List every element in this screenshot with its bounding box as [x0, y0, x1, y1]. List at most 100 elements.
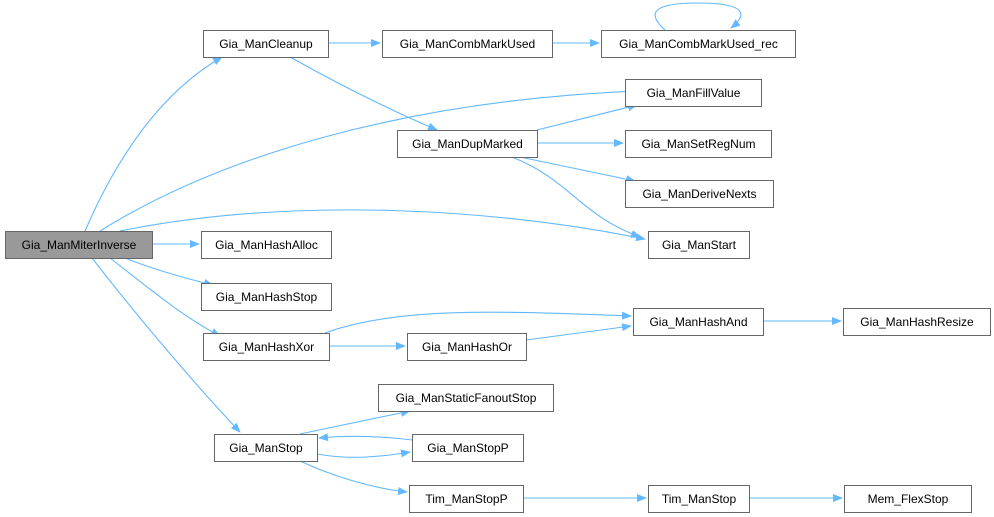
node-box[interactable] [407, 333, 527, 361]
node-hashand[interactable]: Gia_ManHashAnd [633, 308, 764, 336]
edge-line [91, 257, 241, 433]
edge-line [536, 103, 638, 131]
node-box[interactable] [201, 231, 332, 259]
edge-dupmarked-to-start [511, 156, 641, 238]
node-label: Gia_ManHashXor [219, 340, 314, 354]
node-label: Gia_ManStart [662, 238, 737, 252]
node-hashxor[interactable]: Gia_ManHashXor [203, 333, 330, 361]
node-box[interactable] [203, 333, 330, 361]
node-label: Gia_ManHashAnd [649, 315, 747, 329]
node-setregnum[interactable]: Gia_ManSetRegNum [625, 130, 772, 158]
node-box[interactable] [843, 308, 991, 336]
node-label: Gia_ManHashAlloc [215, 238, 318, 252]
edge-stopp-to-stop [318, 433, 413, 442]
node-box[interactable] [397, 130, 538, 158]
node-fillvalue[interactable]: Gia_ManFillValue [625, 79, 762, 107]
node-dupmarked[interactable]: Gia_ManDupMarked [397, 130, 538, 158]
edge-dupmarked-to-fillvalue [536, 103, 638, 131]
node-label: Gia_ManStop [229, 441, 303, 455]
node-label: Gia_ManStopP [427, 441, 508, 455]
node-box[interactable] [382, 30, 553, 58]
edge-line [654, 2, 742, 31]
node-label: Gia_ManCombMarkUsed [400, 37, 535, 51]
node-combmarkrec[interactable]: Gia_ManCombMarkUsed_rec [601, 30, 796, 58]
node-timstopp[interactable]: Tim_ManStopP [409, 485, 524, 513]
edge-dupmarked-to-derivenexts [519, 156, 636, 184]
edge-hashor-to-hashand [525, 323, 632, 341]
edge-line [316, 449, 411, 458]
node-timstop[interactable]: Tim_ManStop [648, 485, 750, 513]
node-box[interactable] [5, 231, 153, 259]
node-label: Mem_FlexStop [868, 492, 949, 506]
node-box[interactable] [601, 30, 796, 58]
node-box[interactable] [203, 30, 329, 58]
edge-line [99, 87, 638, 232]
edge-combmarkrec-to-combmarkrec [654, 2, 742, 31]
node-label: Gia_ManStaticFanoutStop [396, 391, 537, 405]
node-box[interactable] [648, 485, 750, 513]
node-hashresize[interactable]: Gia_ManHashResize [843, 308, 991, 336]
edge-line [119, 209, 646, 242]
node-box[interactable] [648, 231, 750, 259]
edge-line [299, 408, 411, 435]
node-label: Tim_ManStopP [425, 492, 507, 506]
node-label: Gia_ManCleanup [219, 37, 313, 51]
edge-line [519, 156, 636, 184]
edge-hashxor-to-hashand [324, 311, 632, 334]
edge-line [124, 257, 214, 287]
node-label: Gia_ManSetRegNum [641, 137, 755, 151]
edge-stop-to-timstopp [299, 460, 408, 496]
edge-miter-to-fillvalue [99, 87, 638, 232]
node-box[interactable] [633, 308, 764, 336]
node-memflex[interactable]: Mem_FlexStop [844, 485, 972, 513]
node-label: Gia_ManDeriveNexts [642, 187, 756, 201]
edge-line [109, 257, 221, 337]
node-box[interactable] [412, 434, 524, 462]
node-staticfanout[interactable]: Gia_ManStaticFanoutStop [378, 384, 554, 412]
edge-miter-to-stop [91, 257, 241, 433]
node-label: Gia_ManFillValue [647, 86, 741, 100]
node-stopp[interactable]: Gia_ManStopP [412, 434, 524, 462]
node-start[interactable]: Gia_ManStart [648, 231, 750, 259]
node-box[interactable] [625, 79, 762, 107]
node-label: Gia_ManHashStop [216, 290, 318, 304]
edge-miter-to-hashstop [124, 257, 214, 287]
node-cleanup[interactable]: Gia_ManCleanup [203, 30, 329, 58]
edge-line [318, 433, 413, 442]
node-stop[interactable]: Gia_ManStop [214, 434, 318, 462]
node-box[interactable] [214, 434, 318, 462]
node-miter[interactable]: Gia_ManMiterInverse [5, 231, 153, 259]
edge-line [324, 311, 632, 334]
edge-line [525, 323, 632, 341]
node-label: Tim_ManStop [662, 492, 737, 506]
node-box[interactable] [625, 180, 774, 208]
node-box[interactable] [625, 130, 772, 158]
node-hashalloc[interactable]: Gia_ManHashAlloc [201, 231, 332, 259]
node-hashor[interactable]: Gia_ManHashOr [407, 333, 527, 361]
node-box[interactable] [378, 384, 554, 412]
node-box[interactable] [201, 283, 332, 311]
edge-line [511, 156, 641, 238]
edge-cleanup-to-dupmarked [289, 56, 438, 131]
node-box[interactable] [844, 485, 972, 513]
edge-stop-to-stopp [316, 449, 411, 458]
edge-line [289, 56, 438, 131]
edge-miter-to-hashxor [109, 257, 221, 337]
node-label: Gia_ManMiterInverse [22, 238, 137, 252]
edge-miter-to-start [119, 209, 646, 242]
edge-line [299, 460, 408, 496]
edges-layer [84, 2, 843, 502]
node-label: Gia_ManCombMarkUsed_rec [619, 37, 778, 51]
node-derivenexts[interactable]: Gia_ManDeriveNexts [625, 180, 774, 208]
node-box[interactable] [409, 485, 524, 513]
edge-line [84, 56, 223, 232]
node-label: Gia_ManHashOr [422, 340, 512, 354]
node-hashstop[interactable]: Gia_ManHashStop [201, 283, 332, 311]
node-combmark[interactable]: Gia_ManCombMarkUsed [382, 30, 553, 58]
node-label: Gia_ManDupMarked [412, 137, 523, 151]
edge-stop-to-staticfanout [299, 408, 411, 435]
node-label: Gia_ManHashResize [860, 315, 974, 329]
edge-miter-to-cleanup [84, 56, 223, 232]
